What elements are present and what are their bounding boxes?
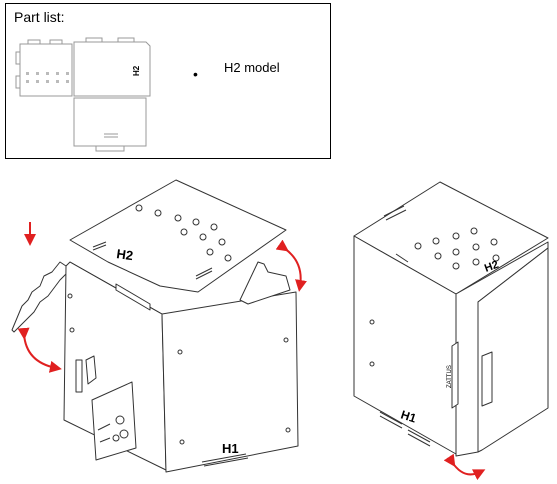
- left-flap: [11, 261, 69, 333]
- model-bullet: •: [193, 66, 198, 82]
- parts-list-box: Part list: H2 • H2 m: [5, 3, 331, 159]
- swing-arrow: [443, 453, 486, 481]
- rotate-arrow-left: [17, 327, 62, 373]
- flat-pattern-drawing: H2: [15, 37, 151, 152]
- left-front-panel-label: H1: [222, 441, 239, 456]
- flat-left-panel: [19, 43, 73, 97]
- rotate-arrow-right: [275, 239, 307, 292]
- flat-panel-label: H2: [132, 65, 141, 76]
- motion-arrows-left: [17, 222, 307, 373]
- left-top-panel-label: H2: [116, 246, 135, 263]
- model-label: H2 model: [224, 60, 280, 75]
- parts-list-title: Part list:: [14, 9, 65, 25]
- right-front-panel-label: H1: [399, 408, 418, 426]
- top-panel-holes: [135, 204, 232, 262]
- right-assembly: [353, 181, 549, 457]
- left-assembly: [11, 179, 299, 473]
- flat-bottom-panel: [73, 97, 147, 147]
- left-top-panel: [69, 179, 287, 293]
- right-side-text: ZATTUS: [447, 365, 453, 388]
- right-top-panel-label: H2: [483, 259, 500, 275]
- open-door: [477, 247, 549, 453]
